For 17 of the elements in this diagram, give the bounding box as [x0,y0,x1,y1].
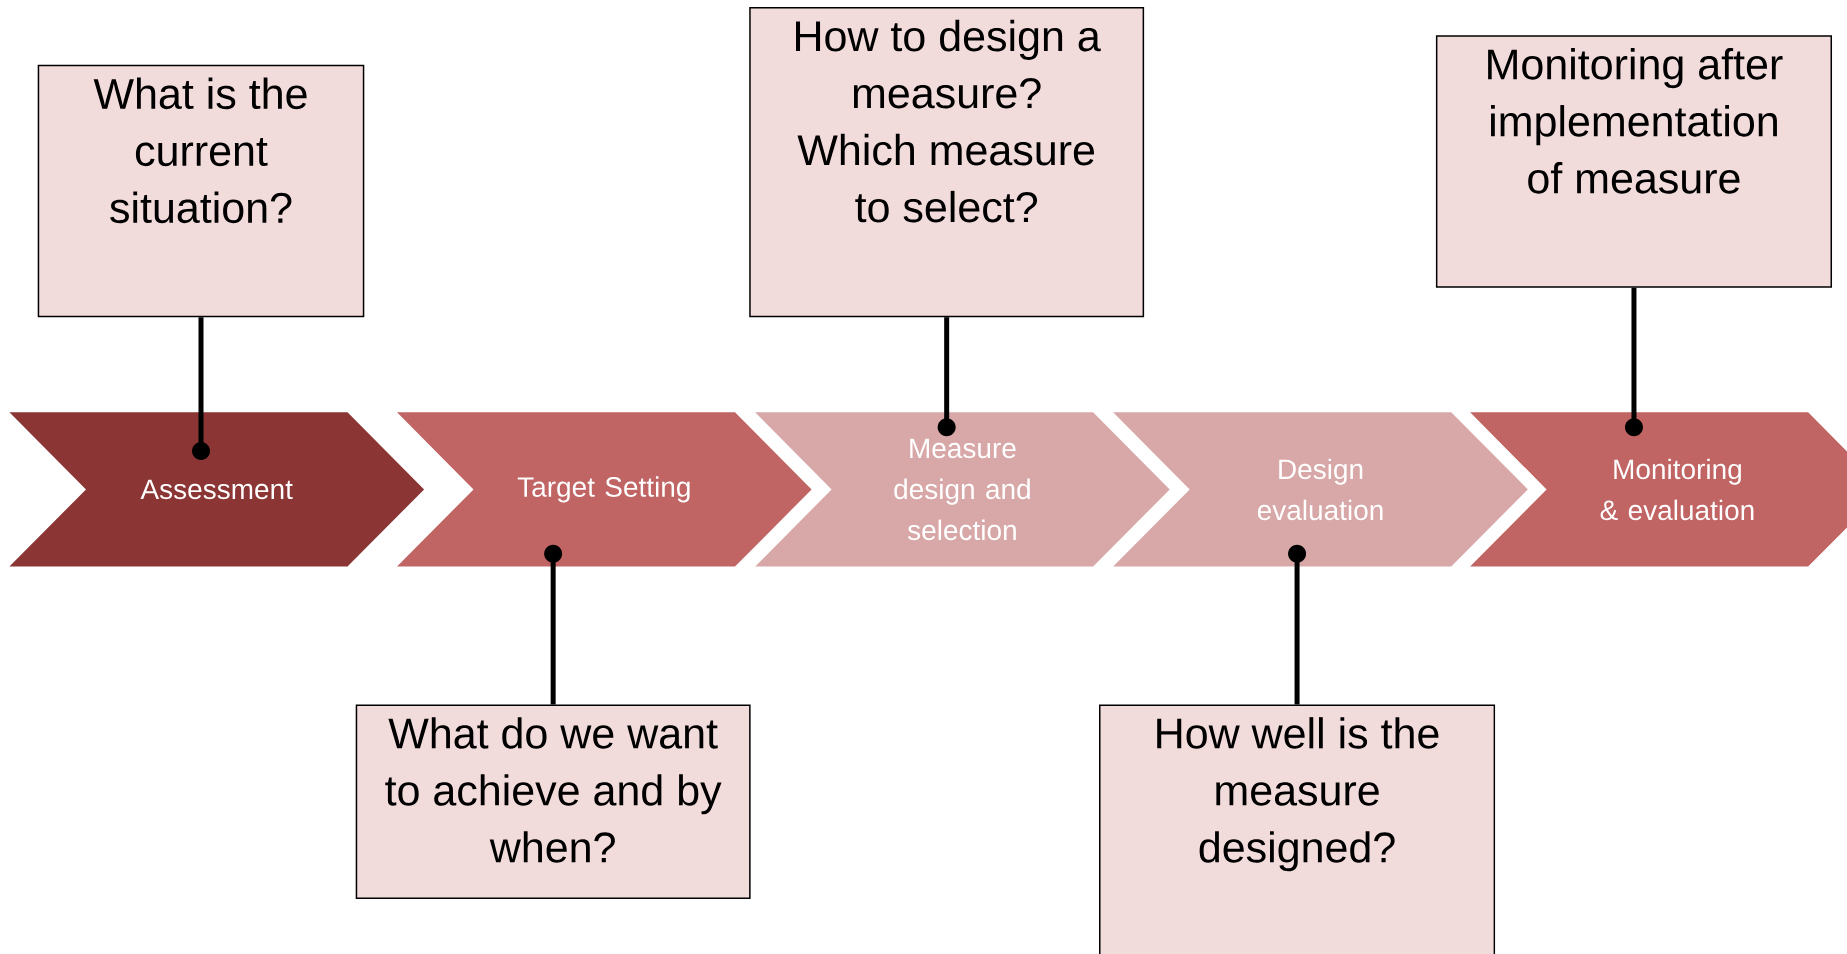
question-box: What is the current situation? [37,64,365,318]
leader-line [544,544,563,705]
question-box: How to design a measure? Which measure to select? [749,7,1145,318]
chevron-step: Monitoring & evaluation [1470,412,1847,567]
chevron-step: Design evaluation [1113,412,1528,567]
question-box: Monitoring after implementation of measure [1435,35,1832,288]
chevron-step: Target Setting [397,412,812,567]
question-box: How well is the measure designed? [1099,704,1496,954]
leader-line [937,317,956,437]
leader-line [192,317,210,460]
leader-line [1624,287,1643,437]
chevron-step: Measure design and selection [755,412,1170,567]
question-box: What do we want to achieve and by when? [355,704,751,900]
chevron-step: Assessment [9,412,425,567]
leader-line [1288,544,1307,705]
node-label: Measure design and selection [894,438,1030,541]
node-label: Design evaluation [1257,458,1383,521]
